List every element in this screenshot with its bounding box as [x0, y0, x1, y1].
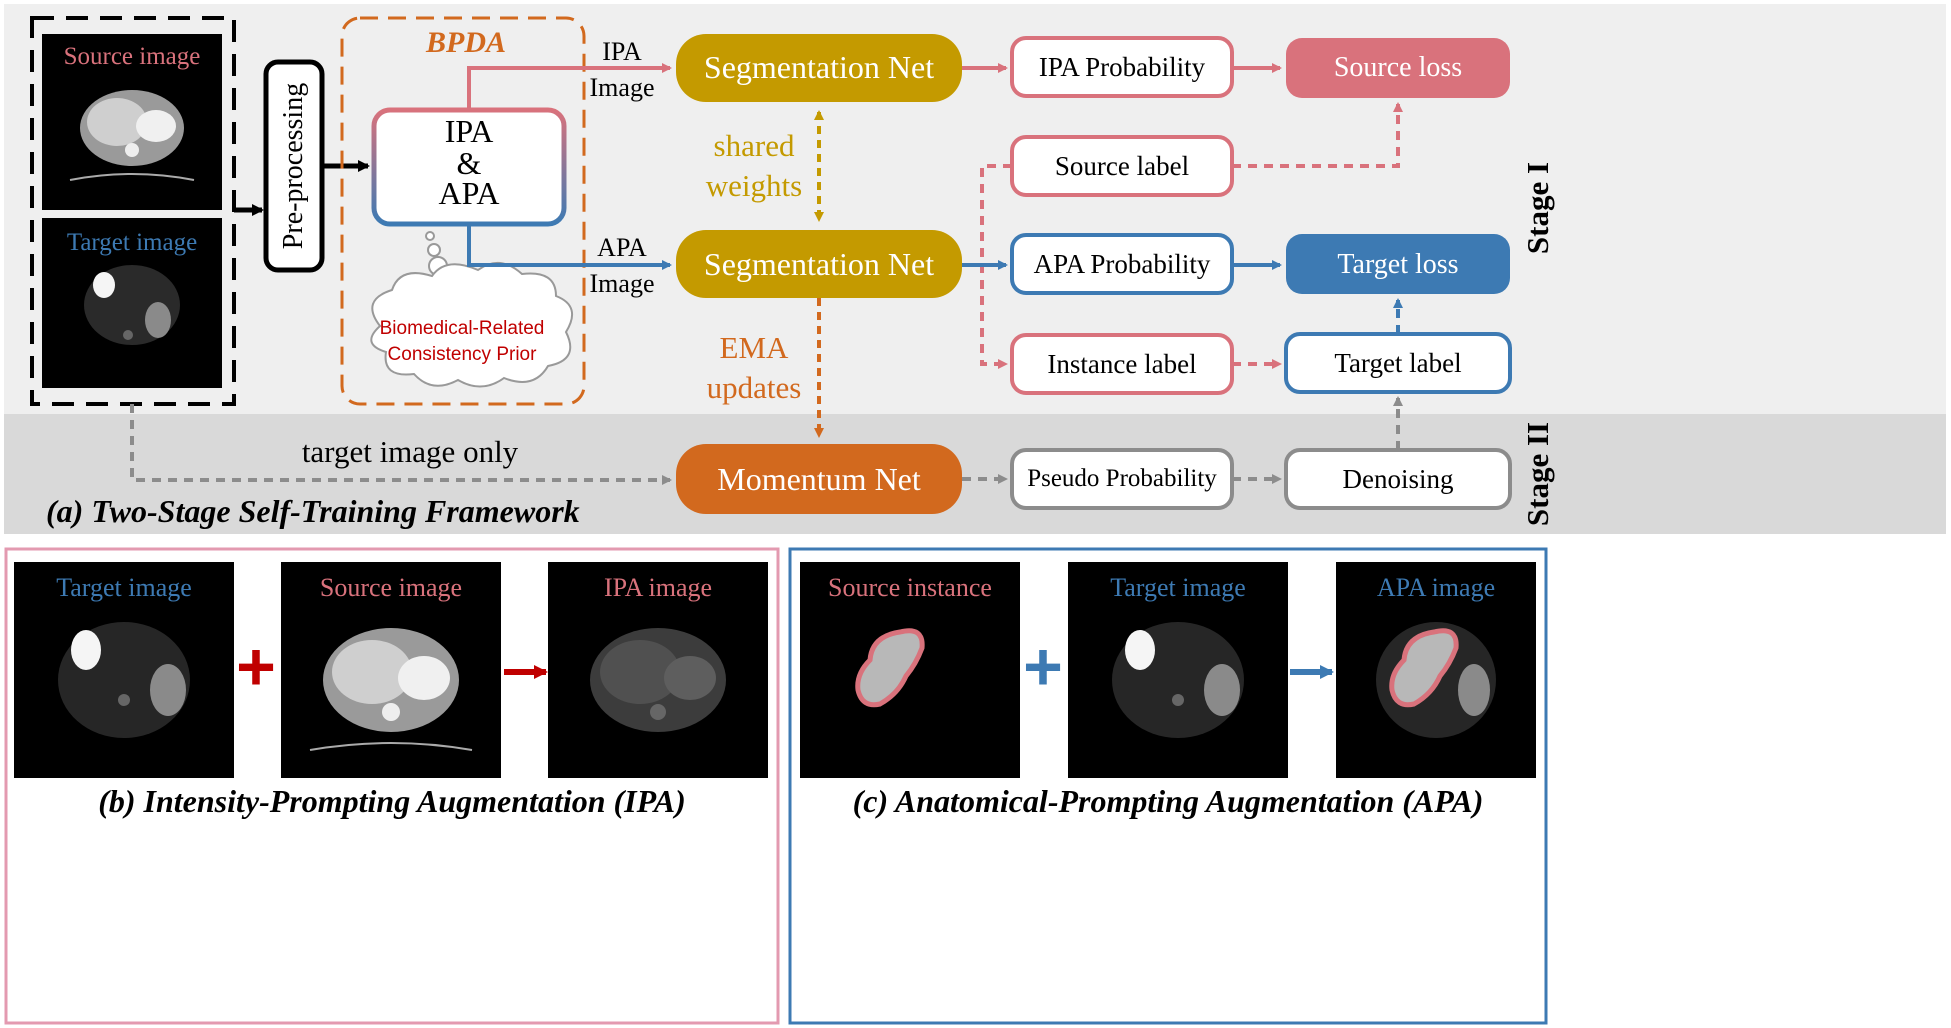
- source-loss-box: [1286, 38, 1510, 98]
- bpda-title: BPDA: [425, 26, 506, 59]
- panel-c-plus-icon: +: [1023, 629, 1063, 705]
- ipa-image-label-line2: Image: [590, 73, 655, 102]
- denoising-label: Denoising: [1343, 464, 1454, 494]
- target-image-only-arrow: [130, 404, 672, 485]
- panel-b-source-image-label: Source image: [320, 573, 462, 602]
- panel-c-apa-image: [1336, 562, 1536, 778]
- panel-c-target-image-label: Target image: [1110, 573, 1246, 602]
- pseudo-probability-label: Pseudo Probability: [1027, 465, 1217, 492]
- ema-updates-line1: EMA: [720, 330, 790, 365]
- apa-probability-label: APA Probability: [1034, 249, 1211, 279]
- source-label-to-source-loss-arrow: [1232, 102, 1403, 168]
- panel-c-source-instance: [800, 562, 1020, 778]
- stage1-label: Stage I: [1520, 162, 1555, 254]
- ema-updates-line2: updates: [707, 370, 802, 405]
- caption-c: (c) Anatomical-Prompting Augmentation (A…: [853, 783, 1484, 819]
- shared-weights-line2: weights: [706, 168, 802, 203]
- apa-image-label-line1: APA: [597, 233, 647, 262]
- thought-bubble-medium: [427, 243, 441, 257]
- thought-bubble-small: [425, 231, 435, 241]
- ipa-apa-line2: &: [457, 145, 482, 181]
- segmentation-net-bottom: [676, 230, 962, 298]
- caption-a: (a) Two-Stage Self-Training Framework: [46, 493, 580, 529]
- target-label-text: Target label: [1334, 348, 1461, 378]
- target-image-only-label: target image only: [302, 434, 519, 469]
- bpda-dashed-box: [340, 16, 586, 406]
- source-image-label: Source image: [64, 43, 201, 70]
- prior-cloud: [370, 262, 574, 388]
- shared-weights-line1: shared: [714, 128, 795, 163]
- source-loss-label: Source loss: [1334, 52, 1462, 83]
- segmentation-net-bottom-label: Segmentation Net: [704, 246, 934, 282]
- panel-b-ipa-image: [548, 562, 768, 778]
- ipa-apa-line1: IPA: [445, 113, 494, 149]
- panel-b-plus-icon: +: [236, 629, 276, 705]
- source-label-text: Source label: [1055, 151, 1189, 181]
- panel-b-target-image: [14, 562, 234, 778]
- ipa-apa-line3: APA: [438, 175, 499, 211]
- source-image-thumbnail: [42, 34, 222, 210]
- ipa-image-arrow: [467, 63, 672, 110]
- apa-image-arrow: [467, 224, 672, 270]
- stage1-background: [4, 4, 1946, 414]
- target-loss-label: Target loss: [1337, 249, 1458, 280]
- panel-c-source-instance-label: Source instance: [828, 573, 992, 602]
- instance-label-text: Instance label: [1047, 349, 1196, 379]
- target-image-label: Target image: [67, 229, 197, 256]
- apa-image-label-line2: Image: [590, 269, 655, 298]
- segmentation-net-top-label: Segmentation Net: [704, 49, 934, 85]
- panel-b-source-image: [281, 562, 501, 778]
- target-loss-box: [1286, 234, 1510, 294]
- caption-b: (b) Intensity-Prompting Augmentation (IP…: [98, 783, 686, 819]
- momentum-net-label: Momentum Net: [717, 461, 921, 497]
- target-image-thumbnail: [42, 218, 222, 388]
- segmentation-net-top: [676, 34, 962, 102]
- panel-c-apa-image-label: APA image: [1377, 573, 1495, 602]
- panel-b-target-image-label: Target image: [56, 573, 192, 602]
- ipa-image-label-line1: IPA: [602, 37, 642, 66]
- ipa-probability-label: IPA Probability: [1039, 52, 1206, 82]
- prior-cloud-line2: Consistency Prior: [388, 344, 538, 365]
- panel-b-ipa-image-label: IPA image: [604, 573, 712, 602]
- stage2-background: [4, 414, 1946, 534]
- momentum-net: [676, 444, 962, 514]
- prior-cloud-line1: Biomedical-Related: [380, 318, 545, 339]
- stage2-label: Stage II: [1520, 422, 1555, 526]
- panel-c-target-image: [1068, 562, 1288, 778]
- preprocessing-label: Pre-processing: [278, 83, 309, 249]
